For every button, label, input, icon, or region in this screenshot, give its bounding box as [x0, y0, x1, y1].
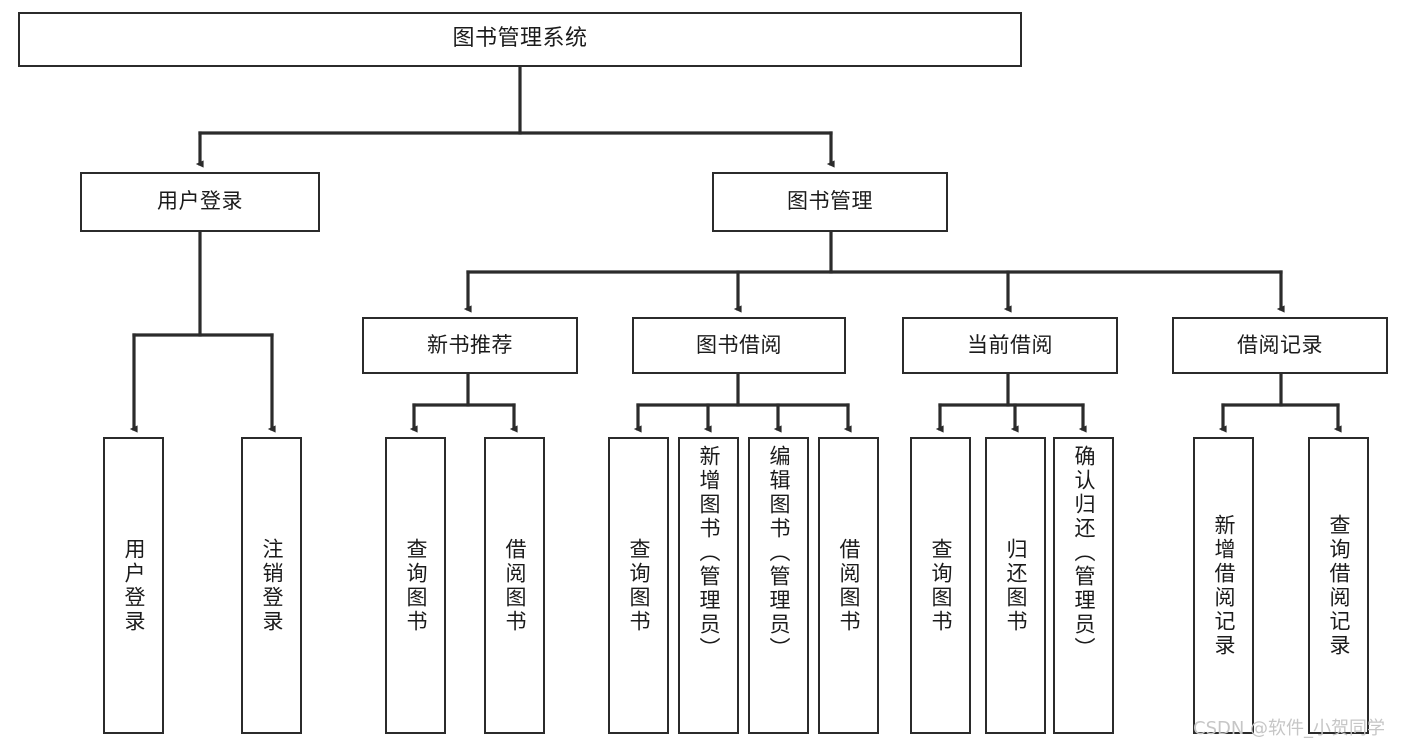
node-book-manage[interactable]: 图书管理	[712, 172, 948, 232]
node-leaf-user-logout[interactable]: 注销登录	[241, 437, 302, 734]
node-leaf-borrow-book[interactable]: 借阅图书	[818, 437, 879, 734]
node-label: 图书管理	[787, 189, 873, 214]
node-label: 归还图书	[1004, 537, 1028, 634]
node-user-login[interactable]: 用户登录	[80, 172, 320, 232]
node-leaf-confirm-return-admin[interactable]: 确认归还（管理员）	[1053, 437, 1114, 734]
node-label: 用户登录	[122, 537, 146, 634]
node-label: 查询图书	[404, 537, 428, 634]
node-leaf-return-book[interactable]: 归还图书	[985, 437, 1046, 734]
node-leaf-borrow-book-recommend[interactable]: 借阅图书	[484, 437, 545, 734]
node-label: 借阅图书	[837, 537, 861, 634]
node-label: 新增图书（管理员）	[697, 445, 721, 661]
node-leaf-query-book-recommend[interactable]: 查询图书	[385, 437, 446, 734]
node-label: 当前借阅	[967, 332, 1053, 357]
node-label: 确认归还（管理员）	[1072, 445, 1096, 661]
node-label: 新书推荐	[427, 332, 513, 357]
node-leaf-edit-book-admin[interactable]: 编辑图书（管理员）	[748, 437, 809, 734]
node-label: 图书管理系统	[452, 26, 588, 52]
node-label: 查询图书	[929, 537, 953, 634]
node-new-book-recommend[interactable]: 新书推荐	[362, 317, 578, 374]
node-label: 查询借阅记录	[1327, 513, 1351, 658]
node-label: 图书借阅	[696, 332, 782, 357]
node-leaf-add-borrow-record[interactable]: 新增借阅记录	[1193, 437, 1254, 734]
node-leaf-user-login[interactable]: 用户登录	[103, 437, 164, 734]
node-label: 用户登录	[157, 189, 243, 214]
node-label: 借阅图书	[503, 537, 527, 634]
watermark-text: CSDN @软件_小贺同学	[1193, 718, 1386, 739]
node-borrow-record[interactable]: 借阅记录	[1172, 317, 1388, 374]
node-current-borrow[interactable]: 当前借阅	[902, 317, 1118, 374]
node-label: 借阅记录	[1237, 332, 1323, 357]
node-label: 编辑图书（管理员）	[767, 445, 791, 661]
node-label: 查询图书	[627, 537, 651, 634]
node-leaf-add-book-admin[interactable]: 新增图书（管理员）	[678, 437, 739, 734]
node-root-system[interactable]: 图书管理系统	[18, 12, 1022, 67]
node-book-borrow[interactable]: 图书借阅	[632, 317, 846, 374]
node-leaf-query-book-borrow[interactable]: 查询图书	[608, 437, 669, 734]
node-leaf-query-borrow-record[interactable]: 查询借阅记录	[1308, 437, 1369, 734]
node-leaf-query-book-current[interactable]: 查询图书	[910, 437, 971, 734]
node-label: 注销登录	[260, 537, 284, 634]
node-label: 新增借阅记录	[1212, 513, 1236, 658]
